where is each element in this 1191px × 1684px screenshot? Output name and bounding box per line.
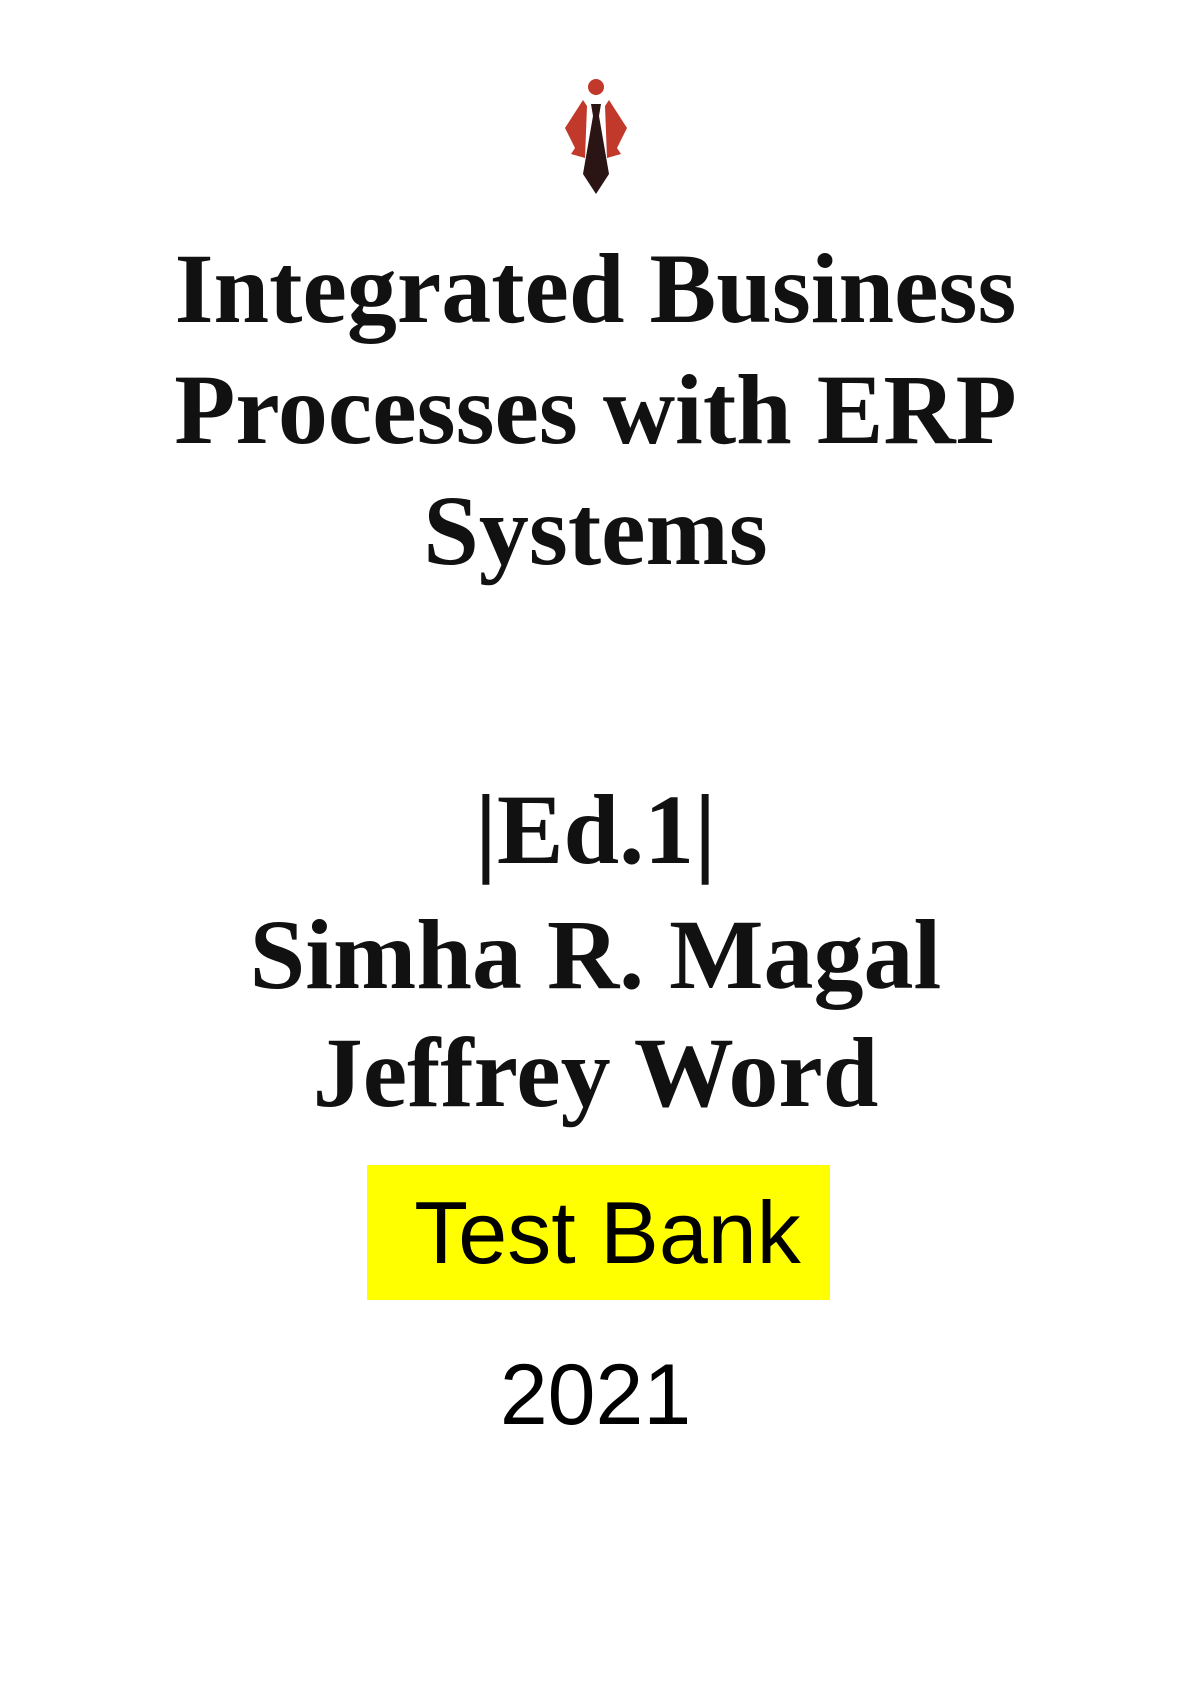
test-bank-highlight: Test Bank [367,1165,830,1300]
publication-year: 2021 [499,1347,692,1443]
book-title: Integrated Business Processes with ERP S… [0,228,1191,591]
book-title-line-2: Processes with ERP [174,354,1017,465]
edition-label: |Ed.1| [474,774,717,885]
book-title-line-3: Systems [423,475,768,586]
authors: Simha R. Magal Jeffrey Word [0,896,1191,1132]
author-name: Jeffrey Word [312,1017,879,1128]
author-name: Simha R. Magal [249,899,942,1010]
businessman-tie-logo-icon [565,79,627,194]
book-title-line-1: Integrated Business [174,233,1017,344]
test-bank-label: Test Bank [414,1183,801,1282]
